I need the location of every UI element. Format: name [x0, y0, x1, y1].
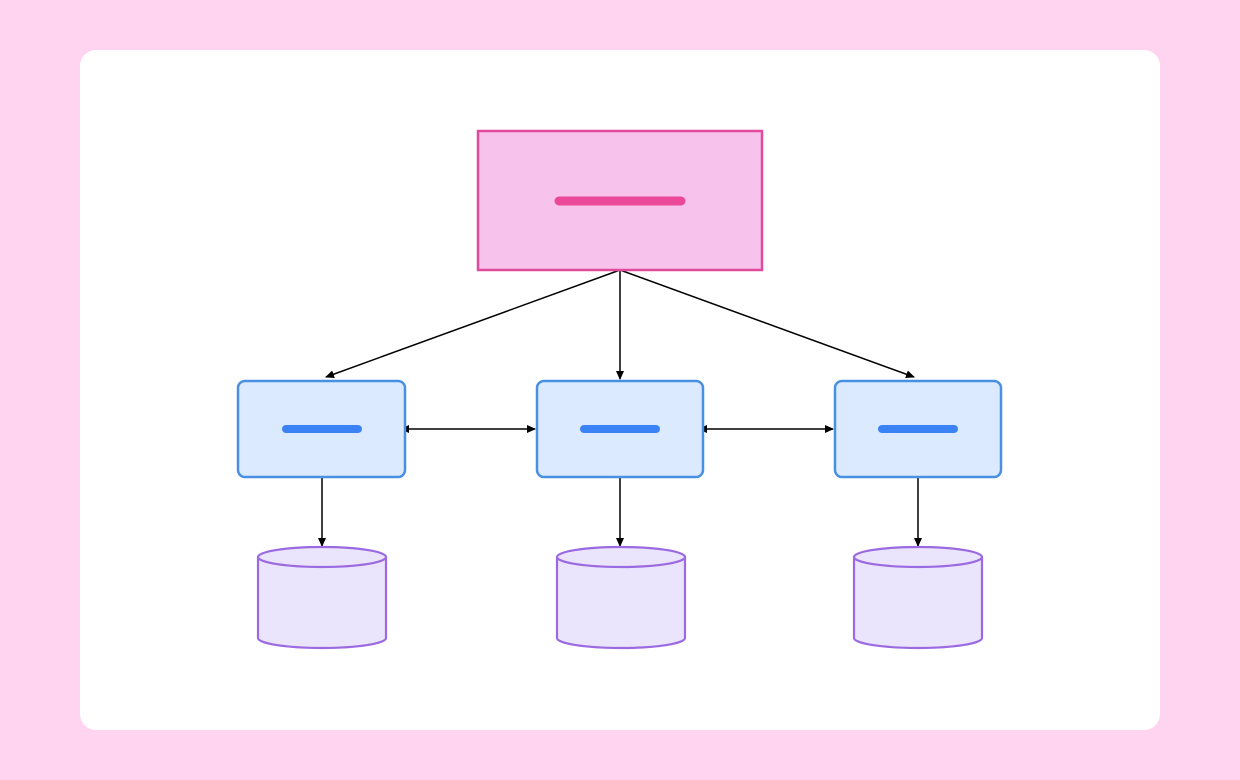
database-cylinder[interactable] — [852, 545, 984, 650]
database-cylinder[interactable] — [256, 545, 388, 650]
database-cylinder[interactable] — [555, 545, 687, 650]
service-node[interactable] — [236, 379, 407, 479]
edge-top-to-service-3 — [619, 269, 915, 379]
service-node[interactable] — [833, 379, 1003, 479]
top-node[interactable] — [476, 129, 764, 272]
edge-top-to-service-1 — [325, 269, 621, 379]
service-node[interactable] — [535, 379, 705, 479]
